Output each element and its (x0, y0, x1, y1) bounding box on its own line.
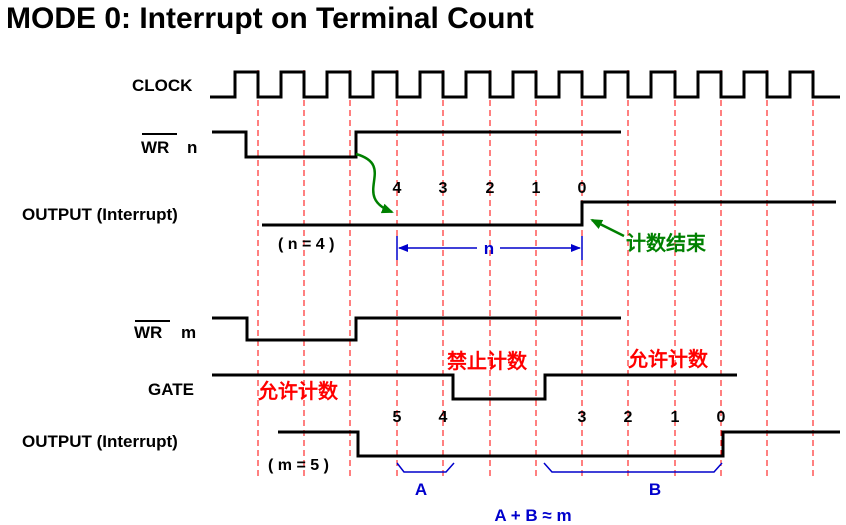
count-value: 4 (439, 409, 448, 426)
grid-lines (257, 70, 814, 480)
wr-m-waveform (212, 316, 621, 342)
count-value: 4 (393, 180, 402, 197)
a-plus-b-label: A + B ≈ m (494, 506, 571, 525)
count-value: 3 (578, 409, 587, 426)
m-equals-label: ( m = 5 ) (268, 457, 329, 474)
wr-n-suffix: n (187, 138, 197, 157)
count-value: 2 (486, 180, 495, 197)
allow-count-right-label: 允许计数 (627, 347, 709, 371)
gate-label: GATE (148, 380, 194, 399)
count-end-label: 计数结束 (626, 231, 707, 255)
wr-n-trigger-arrow (355, 152, 394, 214)
wr-n-label: WR (141, 138, 169, 157)
count-value: 0 (717, 409, 726, 426)
gate-waveform (212, 373, 737, 401)
output1-label: OUTPUT (Interrupt) (22, 205, 178, 224)
b-span-label: B (649, 480, 661, 499)
count-value: 5 (393, 409, 402, 426)
count-value: 1 (532, 180, 541, 197)
count-value: 3 (439, 180, 448, 197)
count-value: 0 (578, 180, 587, 197)
a-span-label: A (415, 480, 427, 499)
a-span-brace (396, 462, 455, 473)
b-span-brace (543, 462, 723, 473)
count-value: 2 (624, 409, 633, 426)
wr-m-label: WR (134, 323, 162, 342)
bottom-count-values: 5 4 3 2 1 0 (393, 409, 726, 426)
output2-waveform (278, 430, 840, 458)
wr-m-suffix: m (181, 323, 196, 342)
top-count-values: 4 3 2 1 0 (393, 180, 587, 197)
page-title: MODE 0: Interrupt on Terminal Count (6, 2, 534, 35)
count-value: 1 (671, 409, 680, 426)
forbid-count-label: 禁止计数 (447, 349, 528, 373)
output2-label: OUTPUT (Interrupt) (22, 432, 178, 451)
output1-waveform (262, 200, 836, 227)
wr-n-waveform (212, 130, 621, 159)
n-span-label: n (484, 239, 494, 258)
count-end-arrow (590, 218, 625, 238)
n-equals-label: ( n = 4 ) (278, 236, 334, 253)
allow-count-left-label: 允许计数 (257, 379, 339, 403)
clock-label: CLOCK (132, 76, 193, 95)
clock-waveform (210, 70, 840, 99)
